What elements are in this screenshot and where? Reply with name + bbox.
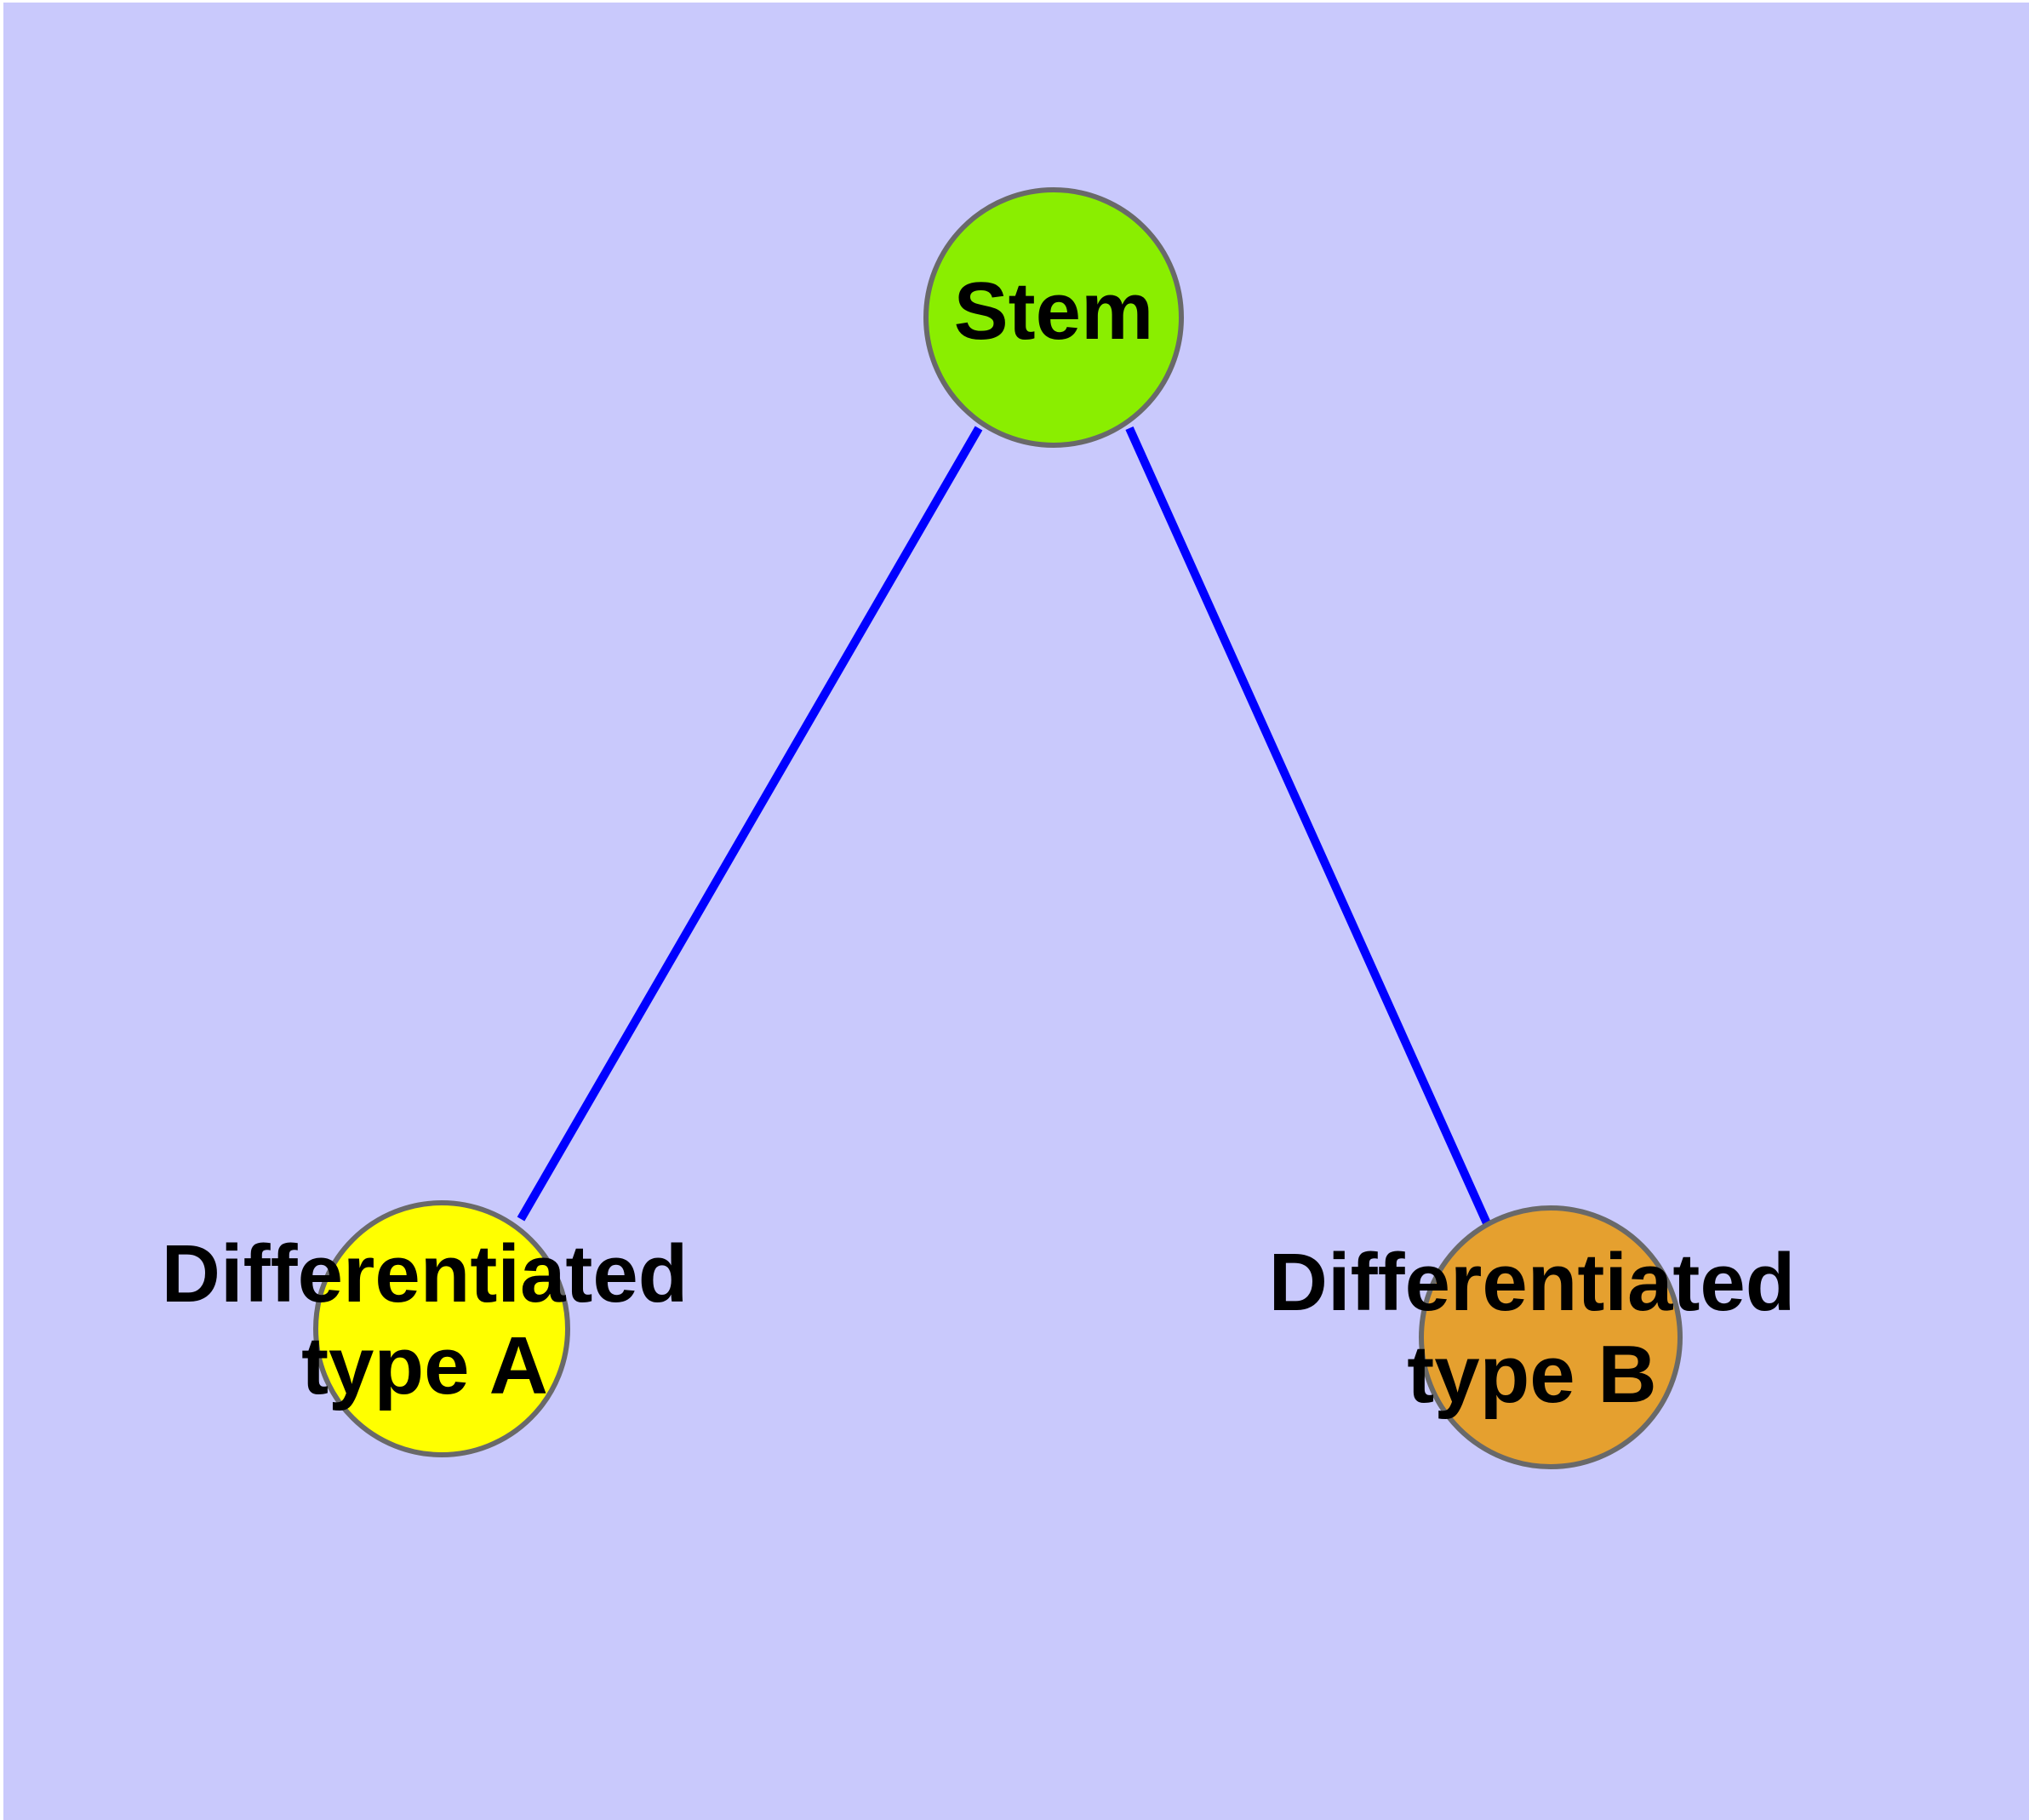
node-layer <box>313 187 1683 1469</box>
label-line: Differentiated <box>1269 1238 1796 1329</box>
edge-layer <box>517 426 1491 1226</box>
edge-stem-to-differentiated-type-a[interactable] <box>517 426 983 1222</box>
label-line: type B <box>1407 1329 1656 1420</box>
label-line: type A <box>301 1320 548 1411</box>
label-line: Differentiated <box>162 1229 689 1320</box>
node-stem-circle[interactable] <box>923 187 1184 448</box>
label-line: Stem <box>954 266 1154 357</box>
node-differentiated-type-b-circle[interactable] <box>1419 1205 1683 1469</box>
node-differentiated-type-a-circle[interactable] <box>313 1200 570 1457</box>
node-stem-label: Stem <box>954 266 1154 357</box>
edge-stem-to-differentiated-type-b[interactable] <box>1125 426 1491 1226</box>
